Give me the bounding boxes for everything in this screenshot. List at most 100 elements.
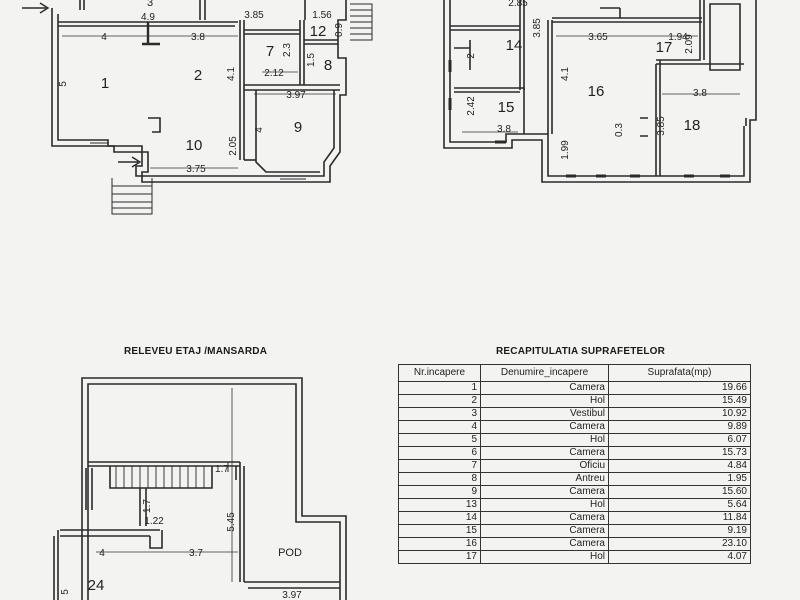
room-number-cell: 1 — [398, 381, 481, 395]
room-area-cell: 4.07 — [608, 550, 751, 564]
room-area-cell: 4.84 — [608, 459, 751, 473]
room-area-cell: 15.73 — [608, 446, 751, 460]
room-area-cell: 19.66 — [608, 381, 751, 395]
room-label-14: 14 — [506, 37, 523, 54]
room-name-cell: Camera — [480, 524, 609, 538]
dim-upper-4: 1.94 — [668, 32, 688, 43]
dim-mansard-4: 5.45 — [226, 512, 237, 532]
room-name-cell: Oficiu — [480, 459, 609, 473]
room-label-8: 8 — [324, 57, 332, 74]
table-header-row: Nr.incapere Denumire_incapere Suprafata(… — [398, 364, 751, 382]
room-number-cell: 8 — [398, 472, 481, 486]
area-summary-table: Nr.incapere Denumire_incapere Suprafata(… — [398, 364, 751, 564]
dim-upper-8: 3.8 — [497, 124, 511, 135]
room-area-cell: 10.92 — [608, 407, 751, 421]
dim-ground-11: 3.97 — [286, 90, 306, 101]
dim-upper-3: 3.65 — [588, 32, 608, 43]
dim-ground-9: 2.12 — [264, 68, 284, 79]
room-number-cell: 7 — [398, 459, 481, 473]
room-name-cell: Antreu — [480, 472, 609, 486]
dim-ground-5: 4 — [101, 32, 107, 43]
dim-ground-14: 3.75 — [186, 164, 206, 175]
room-name-cell: Hol — [480, 550, 609, 564]
dim-ground-12: 4 — [254, 127, 265, 133]
room-name-cell: Camera — [480, 420, 609, 434]
room-number-cell: 17 — [398, 550, 481, 564]
dim-ground-7: 2.3 — [282, 43, 293, 57]
room-number-cell: 2 — [398, 394, 481, 408]
column-header-room-name: Denumire_incapere — [480, 364, 609, 382]
room-label-3: 3 — [147, 0, 153, 9]
mansard-plan-title: RELEVEU ETAJ /MANSARDA — [124, 346, 268, 357]
room-label-1: 1 — [101, 75, 109, 92]
room-number-cell: 4 — [398, 420, 481, 434]
room-number-cell: 6 — [398, 446, 481, 460]
room-area-cell: 23.10 — [608, 537, 751, 551]
dim-ground-10: 4.1 — [226, 67, 237, 81]
room-name-cell: Camera — [480, 446, 609, 460]
dim-upper-12: 0.3 — [614, 123, 625, 137]
room-label-15: 15 — [498, 99, 515, 116]
room-area-cell: 9.89 — [608, 420, 751, 434]
room-name-cell: Camera — [480, 511, 609, 525]
dim-ground-6: 3.8 — [191, 32, 205, 43]
dim-upper-5: 2.09 — [684, 34, 695, 54]
room-label-18: 18 — [684, 117, 701, 134]
dim-ground-8: 1.5 — [306, 53, 317, 67]
column-header-area: Suprafata(mp) — [608, 364, 751, 382]
dim-ground-1: 4.9 — [141, 12, 155, 23]
dim-upper-7: 2.42 — [466, 96, 477, 116]
ground-floor-plan — [22, 0, 373, 215]
room-label-12: 12 — [310, 23, 327, 40]
dim-upper-2: 3.85 — [532, 18, 543, 38]
dim-ground-13: 2.05 — [228, 136, 239, 156]
room-name-cell: Hol — [480, 394, 609, 408]
dim-mansard-3: 1.22 — [144, 516, 164, 527]
dim-ground-3: 1.56 — [312, 10, 332, 21]
room-area-cell: 5.64 — [608, 498, 751, 512]
room-name-cell: Camera — [480, 485, 609, 499]
dim-ground-2: 3.85 — [244, 10, 264, 21]
dim-mansard-6: 3.7 — [189, 548, 203, 559]
dim-upper-1: 2.85 — [508, 0, 528, 9]
room-name-cell: Vestibul — [480, 407, 609, 421]
room-label-10: 10 — [186, 137, 203, 154]
room-label-24: 24 — [88, 577, 105, 594]
room-label-9: 9 — [294, 119, 302, 136]
column-header-room-number: Nr.incapere — [398, 364, 481, 382]
dim-upper-13: 1.99 — [560, 140, 571, 160]
room-area-cell: 6.07 — [608, 433, 751, 447]
dim-mansard-5: 4 — [99, 548, 105, 559]
dim-upper-9: 4.1 — [560, 67, 571, 81]
dim-mansard-2: 1.7 — [142, 499, 153, 513]
mansard-plan — [53, 377, 347, 600]
room-name-cell: Hol — [480, 498, 609, 512]
room-number-cell: 16 — [398, 537, 481, 551]
room-label-2: 2 — [194, 67, 202, 84]
room-name-cell: Camera — [480, 537, 609, 551]
dim-mansard-7: 3.97 — [282, 590, 302, 600]
dim-ground-4: 0.9 — [334, 23, 345, 37]
room-number-cell: 14 — [398, 511, 481, 525]
room-label-pod: POD — [278, 547, 302, 559]
room-number-cell: 9 — [398, 485, 481, 499]
dim-mansard-8: 5 — [60, 589, 71, 595]
room-number-cell: 13 — [398, 498, 481, 512]
room-area-cell: 1.95 — [608, 472, 751, 486]
dim-upper-6: 2 — [466, 53, 477, 59]
dim-upper-11: 3.85 — [656, 116, 667, 136]
dim-ground-15: 5 — [58, 81, 69, 87]
